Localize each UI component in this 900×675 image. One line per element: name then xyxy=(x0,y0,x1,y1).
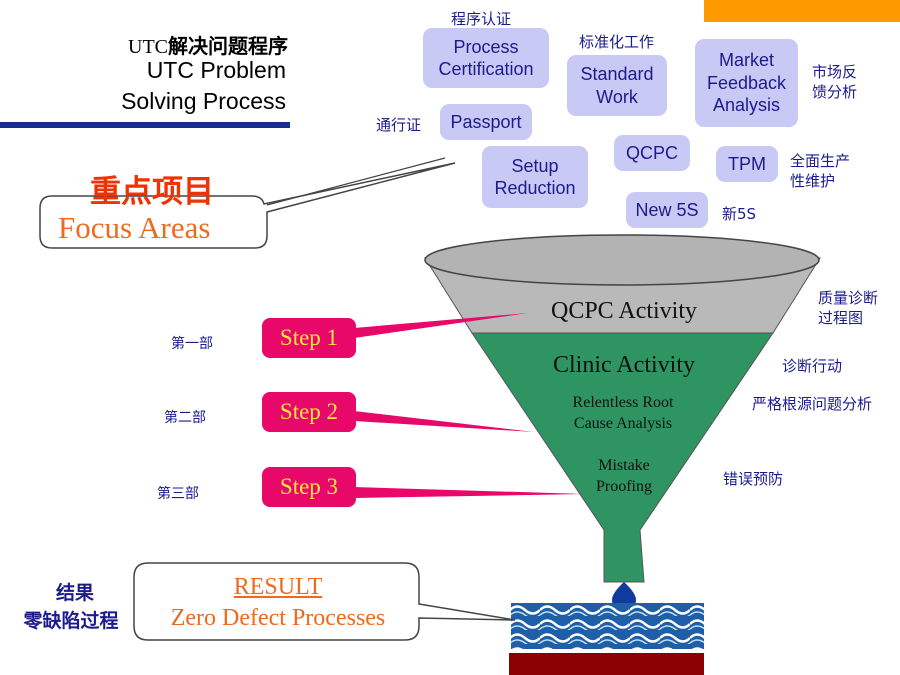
clinic-activity-label: Clinic Activity xyxy=(553,352,695,378)
qcpc-activity-label: QCPC Activity xyxy=(550,298,698,324)
result-callout-bubble xyxy=(133,562,516,641)
zero-defect-cn: 零缺陷过程 xyxy=(23,610,119,632)
standard-work-box: Standard Work xyxy=(567,55,667,116)
mistake-proofing-label: Mistake Proofing xyxy=(596,457,652,495)
focus-areas-cn: 重点项目 xyxy=(90,174,214,210)
setup-reduction-box: Setup Reduction xyxy=(482,146,588,208)
focus-callout-pointer xyxy=(266,157,446,206)
clinic-activity-cn: 诊断行动 xyxy=(782,357,843,375)
step-2-badge: Step 2 xyxy=(262,392,356,432)
water-drop xyxy=(612,582,636,609)
new5s-box: New 5S xyxy=(626,192,708,228)
result-title: RESULT xyxy=(233,574,323,600)
process-certification-cn: 程序认证 xyxy=(451,10,512,28)
tpm-cn: 全面生产 性维护 xyxy=(790,152,851,190)
top-accent-bar xyxy=(704,0,900,22)
market-feedback-cn: 市场反 馈分析 xyxy=(812,63,858,101)
result-cn: 结果 xyxy=(55,582,94,604)
mistake-proofing-cn: 错误预防 xyxy=(723,470,784,488)
focus-areas-en: Focus Areas xyxy=(58,210,211,245)
step2-connector xyxy=(354,411,534,432)
tpm-box: TPM xyxy=(716,146,778,182)
qcpc-activity-cn: 质量诊断 过程图 xyxy=(818,289,879,328)
funnel-green-section xyxy=(471,332,774,583)
root-cause-label: Relentless Root Cause Analysis xyxy=(572,394,674,432)
page-title-en-line1: UTC Problem xyxy=(146,57,286,83)
passport-cn: 通行证 xyxy=(376,116,422,134)
passport-box: Passport xyxy=(440,104,532,140)
focus-callout-bubble xyxy=(39,162,456,249)
bottom-accent-bar xyxy=(509,653,704,675)
title-underline xyxy=(0,122,290,128)
step1-connector xyxy=(354,313,528,338)
page-title-cn: UTC解决问题程序 xyxy=(128,36,288,58)
qcpc-box: QCPC xyxy=(614,135,690,171)
step3-connector xyxy=(354,487,585,498)
step-3-cn: 第三部 xyxy=(157,486,199,502)
process-certification-box: Process Certification xyxy=(423,28,549,88)
step-2-cn: 第二部 xyxy=(164,410,206,426)
new5s-cn: 新5S xyxy=(722,205,757,223)
root-cause-cn: 严格根源问题分析 xyxy=(752,395,873,413)
funnel-rim xyxy=(424,234,820,286)
market-feedback-box: Market Feedback Analysis xyxy=(695,39,798,127)
step-1-cn: 第一部 xyxy=(171,336,213,352)
page-title-en-line2: Solving Process xyxy=(121,88,286,114)
step-3-badge: Step 3 xyxy=(262,467,356,507)
step-1-badge: Step 1 xyxy=(262,318,356,358)
result-subtitle: Zero Defect Processes xyxy=(170,605,386,631)
standard-work-cn: 标准化工作 xyxy=(579,33,655,51)
water-waves xyxy=(511,603,704,649)
